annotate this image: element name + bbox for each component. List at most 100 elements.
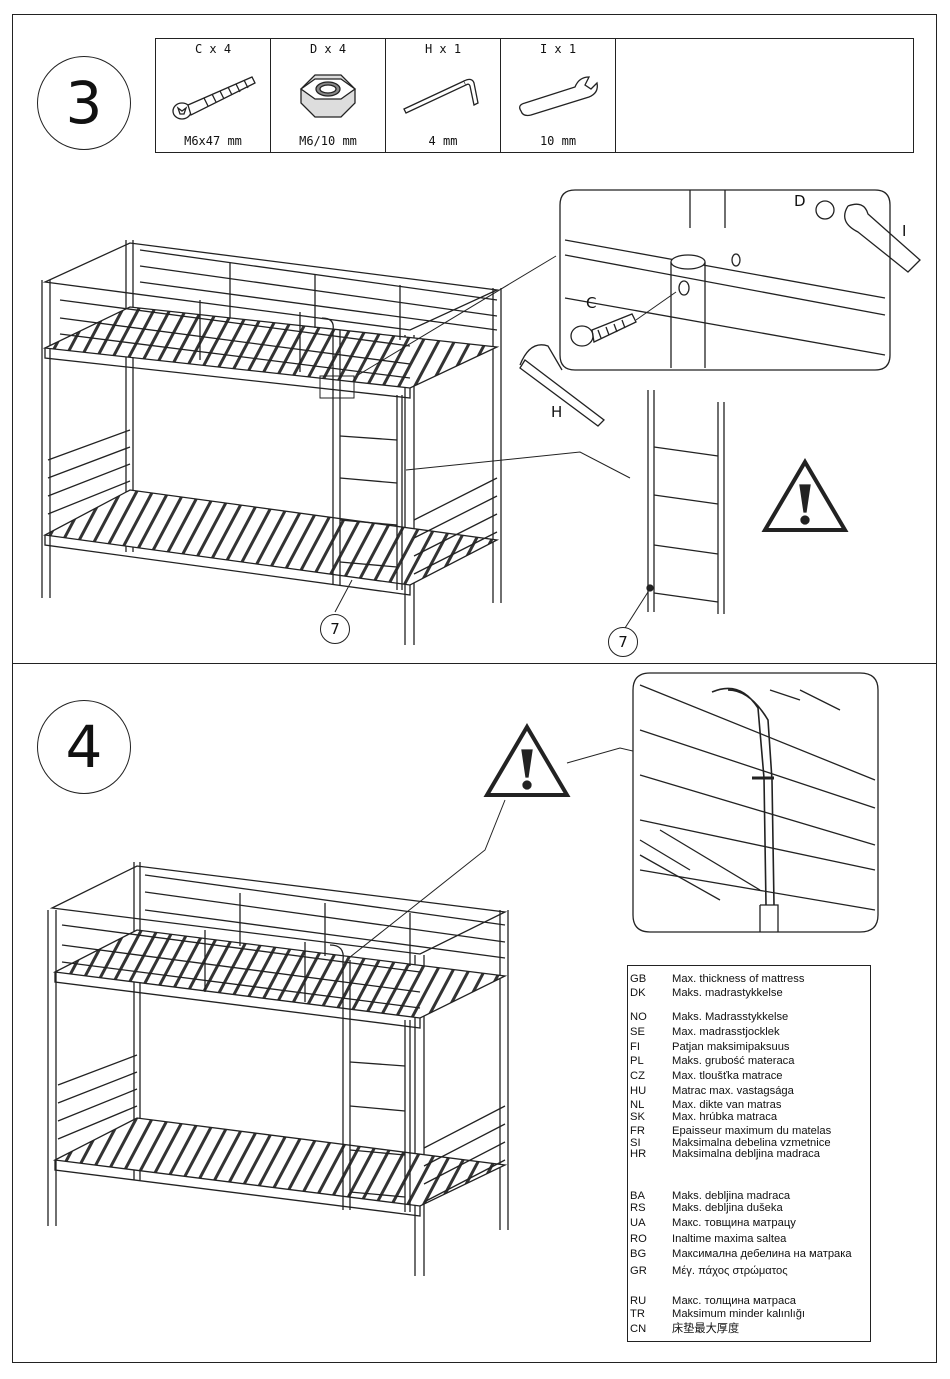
callout-7-ladder: 7	[608, 627, 638, 657]
lang-text: Maksimalna debelina vzmetnice	[672, 1137, 831, 1149]
lang-text: Max. hrúbka matraca	[672, 1111, 778, 1123]
part-allen-key: H x 1 4 mm	[386, 39, 501, 152]
lang-code: TR	[630, 1308, 645, 1320]
part-wrench: I x 1 10 mm	[501, 39, 616, 152]
part-size: 4 mm	[428, 134, 458, 148]
lang-text: Макс. товщина матрацу	[672, 1217, 796, 1229]
lang-text: Макс. толщина матраса	[672, 1295, 797, 1307]
part-size: M6/10 mm	[299, 134, 357, 148]
lang-code: DK	[630, 987, 646, 999]
lang-code: SE	[630, 1026, 645, 1038]
lang-text: Maksimum minder kalınlığı	[672, 1308, 806, 1320]
callout-7-bed: 7	[320, 614, 350, 644]
detail-bolt-connection	[519, 189, 921, 427]
step-4-number: 4	[37, 700, 131, 794]
mattress-row: RS Maks. debljina dušeka	[628, 1202, 870, 1214]
mattress-row: SE Max. madrasstjocklek	[628, 1026, 870, 1038]
mattress-row: RU Макс. толщина матраса	[628, 1295, 870, 1307]
lang-code: CZ	[630, 1070, 645, 1082]
lang-code: RO	[630, 1233, 647, 1245]
mattress-thickness-table: GB Max. thickness of mattress DK Maks. mad…	[627, 965, 871, 1342]
lang-code: GB	[630, 973, 647, 985]
wrench-icon	[519, 76, 598, 117]
warning-triangle-step4	[339, 723, 756, 966]
lang-code: BG	[630, 1248, 647, 1260]
mattress-row: FR Epaisseur maximum du matelas	[628, 1125, 870, 1137]
lang-text: Maks. Madrasstykkelse	[672, 1011, 789, 1023]
page-frame	[12, 14, 937, 1363]
lang-text: Max. thickness of mattress	[672, 973, 805, 985]
lang-text: Μέγ. πάχος στρώματος	[672, 1265, 788, 1277]
lang-code: UA	[630, 1217, 646, 1229]
label-wrench-I: I	[902, 222, 907, 240]
mattress-row: SK Max. hrúbka matraca	[628, 1111, 870, 1123]
lang-code: NL	[630, 1099, 645, 1111]
lang-text: Epaisseur maximum du matelas	[672, 1125, 832, 1137]
lang-text: Max. madrasstjocklek	[672, 1026, 780, 1038]
mattress-row: NO Maks. Madrasstykkelse	[628, 1011, 870, 1023]
part-qty: D x 4	[309, 42, 347, 56]
lang-text: Maks. debljina dušeka	[672, 1202, 783, 1214]
mattress-row: GB Max. thickness of mattress	[628, 973, 870, 985]
bunk-bed-step3	[41, 240, 631, 645]
lang-code: NO	[630, 1011, 647, 1023]
step-3-label: 3	[65, 69, 103, 137]
mattress-row: BA Maks. debljina madraca	[628, 1190, 870, 1202]
lang-text: Patjan maksimipaksuus	[672, 1041, 790, 1053]
mattress-row: SI Maksimalna debelina vzmetnice	[628, 1137, 870, 1149]
parts-table: C x 4 M6x47 mm D x 4 M6/10 mm H x 1	[155, 38, 914, 153]
part-bolt: C x 4 M6x47 mm	[156, 39, 271, 152]
nut-icon	[299, 74, 357, 118]
lang-code: RU	[630, 1295, 647, 1307]
ladder-detail	[624, 390, 725, 629]
lang-code: CN	[630, 1323, 647, 1335]
part-qty: H x 1	[424, 42, 462, 56]
step-4-label: 4	[65, 713, 103, 781]
lang-text: Maks. madrastykkelse	[672, 987, 783, 999]
step-3-number: 3	[37, 56, 131, 150]
lang-text: Maks. debljina madraca	[672, 1190, 791, 1202]
lang-text: Maksimalna debljina madraca	[672, 1148, 820, 1160]
lang-text: Inaltime maxima saltea	[672, 1233, 787, 1245]
lang-text: 床垫最大厚度	[672, 1323, 740, 1335]
label-nut-D: D	[794, 192, 806, 210]
mattress-row: FI Patjan maksimipaksuus	[628, 1041, 870, 1053]
mattress-row: BG Максимална дебелина на матрака	[628, 1248, 870, 1260]
part-qty: C x 4	[194, 42, 232, 56]
lang-code: SK	[630, 1111, 645, 1123]
detail-guardrail	[632, 672, 879, 933]
lang-code: GR	[630, 1265, 647, 1277]
mattress-row: DK Maks. madrastykkelse	[628, 987, 870, 999]
lang-code: FR	[630, 1125, 645, 1137]
label-key-H: H	[551, 403, 563, 421]
mattress-row: RO Inaltime maxima saltea	[628, 1233, 870, 1245]
callout-label: 7	[618, 633, 628, 651]
part-nut: D x 4 M6/10 mm	[271, 39, 386, 152]
part-size: M6x47 mm	[184, 134, 242, 148]
lang-code: HR	[630, 1148, 647, 1160]
lang-code: BA	[630, 1190, 645, 1202]
allen-key-icon	[403, 78, 479, 114]
lang-text: Maks. grubość materaca	[672, 1055, 795, 1067]
lang-code: SI	[630, 1137, 641, 1149]
part-size: 10 mm	[539, 134, 577, 148]
mattress-row: UA Макс. товщина матрацу	[628, 1217, 870, 1229]
mattress-row: HR Maksimalna debljina madraca	[628, 1148, 870, 1160]
bolt-icon	[172, 76, 256, 120]
part-qty: I x 1	[539, 42, 577, 56]
lang-code: RS	[630, 1202, 646, 1214]
lang-code: HU	[630, 1085, 647, 1097]
callout-label: 7	[330, 620, 340, 638]
mattress-row: CZ Max. tloušťka matrace	[628, 1070, 870, 1082]
label-bolt-C: C	[586, 294, 597, 312]
warning-triangle-step3	[761, 458, 849, 532]
lang-text: Максимална дебелина на матрака	[672, 1248, 852, 1260]
lang-code: FI	[630, 1041, 640, 1053]
mattress-row: TR Maksimum minder kalınlığı	[628, 1308, 870, 1320]
step-divider	[12, 663, 937, 664]
lang-text: Max. tloušťka matrace	[672, 1070, 783, 1082]
